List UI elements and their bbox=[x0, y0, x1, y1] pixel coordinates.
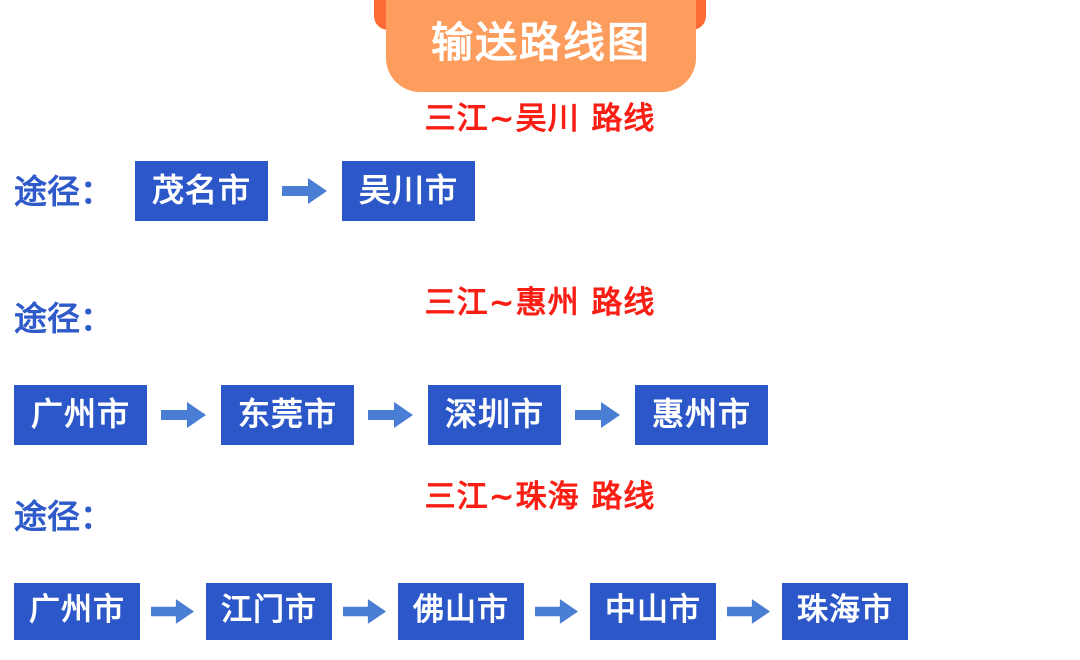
arrow-right-icon bbox=[575, 402, 621, 428]
city-box[interactable]: 广州市 bbox=[14, 385, 148, 445]
city-box[interactable]: 深圳市 bbox=[428, 385, 562, 445]
city-box[interactable]: 珠海市 bbox=[782, 583, 908, 640]
page-title: 输送路线图 bbox=[430, 18, 651, 67]
arrow-right-icon bbox=[535, 599, 579, 624]
city-box[interactable]: 茂名市 bbox=[135, 161, 269, 221]
route-row-1: 途径： 茂名市 吴川市 bbox=[0, 161, 1080, 221]
route-section-2: 三江~惠州 路线 途径： 广州市 东莞市 深圳市 惠州市 bbox=[0, 288, 1080, 445]
arrow-right-icon bbox=[343, 599, 387, 624]
route-chain-3: 广州市 江门市 佛山市 中山市 珠海市 bbox=[0, 583, 1080, 640]
route-title-1: 三江~吴川 路线 bbox=[424, 101, 656, 137]
city-box[interactable]: 中山市 bbox=[590, 583, 716, 640]
city-box[interactable]: 东莞市 bbox=[221, 385, 355, 445]
via-label-3: 途径： bbox=[14, 497, 113, 536]
city-box[interactable]: 广州市 bbox=[14, 583, 140, 640]
header-banner: 输送路线图 bbox=[0, 0, 1080, 96]
route-chain-2: 广州市 东莞市 深圳市 惠州市 bbox=[0, 385, 1080, 445]
route-chain-1: 茂名市 吴川市 bbox=[135, 161, 476, 221]
arrow-right-icon bbox=[151, 599, 195, 624]
via-label-1: 途径： bbox=[14, 171, 113, 211]
route-title-3: 三江~珠海 路线 bbox=[424, 479, 656, 515]
arrow-right-icon bbox=[368, 402, 414, 428]
banner-plate: 输送路线图 bbox=[386, 0, 696, 92]
city-box[interactable]: 吴川市 bbox=[342, 161, 476, 221]
via-label-2: 途径： bbox=[14, 299, 113, 338]
city-box[interactable]: 江门市 bbox=[206, 583, 332, 640]
city-box[interactable]: 佛山市 bbox=[398, 583, 524, 640]
route-title-2: 三江~惠州 路线 bbox=[424, 285, 656, 321]
route-section-1: 三江~吴川 路线 途径： 茂名市 吴川市 bbox=[0, 104, 1080, 221]
route-section-3: 三江~珠海 路线 途径： 广州市 江门市 佛山市 中山市 珠海市 bbox=[0, 482, 1080, 640]
arrow-right-icon bbox=[161, 402, 207, 428]
city-box[interactable]: 惠州市 bbox=[635, 385, 769, 445]
arrow-right-icon bbox=[727, 599, 771, 624]
arrow-right-icon bbox=[282, 178, 328, 204]
